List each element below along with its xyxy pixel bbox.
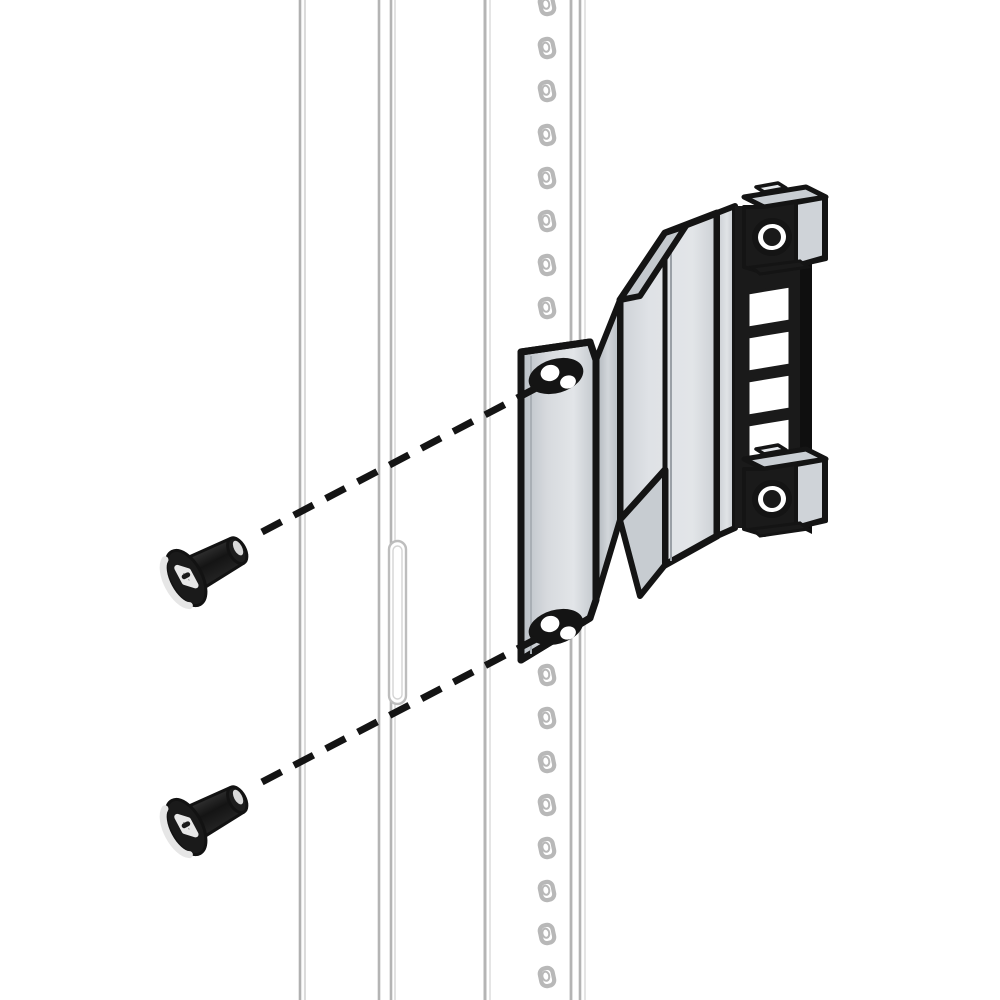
rail-hole-outline	[537, 706, 557, 730]
cage-nut-tab	[754, 181, 788, 194]
rack-post-left	[298, 0, 306, 1000]
rail-hole	[537, 879, 557, 903]
screw-lower	[159, 785, 249, 859]
rail-hole	[537, 36, 557, 60]
rail-hole-outline	[537, 879, 557, 903]
rail-hole	[537, 706, 557, 730]
rail-hole-outline	[537, 253, 557, 277]
rail-hole-inner	[541, 84, 551, 96]
square-hole-opening	[746, 328, 792, 374]
rail-hole-outline	[537, 965, 557, 989]
square-hole	[746, 328, 792, 374]
rail-hole-inner	[541, 927, 551, 939]
rail-hole	[537, 750, 557, 774]
rear-strip-square-holes	[746, 284, 792, 462]
rail-hole	[537, 79, 557, 103]
cage-nut-tab	[754, 443, 788, 456]
rail-hole-outline	[537, 166, 557, 190]
rail-hole	[537, 663, 557, 687]
rail-hole-outline	[537, 750, 557, 774]
square-hole-opening	[746, 372, 792, 418]
cage-nut-top	[741, 181, 829, 276]
rail-hole-inner	[541, 41, 551, 53]
rail-hole-outline	[537, 209, 557, 233]
screw-upper	[159, 536, 249, 610]
rail-hole-outline	[537, 922, 557, 946]
cage-nut-lip	[748, 259, 812, 276]
rail-hole	[537, 836, 557, 860]
rail-hole-inner	[541, 171, 551, 183]
rail-cable-slot	[387, 539, 408, 706]
screw-tip-highlight	[232, 540, 244, 556]
rail-hole	[537, 166, 557, 190]
rail-hole-inner	[541, 798, 551, 810]
rail-hole	[537, 0, 557, 17]
flange-hole-bottom	[528, 608, 584, 646]
rail-hole-inner	[541, 970, 551, 982]
rail-hole-inner	[541, 0, 551, 10]
cage-nut-thread	[763, 490, 781, 508]
bracket-rear-strip-side	[714, 203, 738, 539]
square-hole	[746, 284, 792, 330]
rail-hole-outline	[537, 663, 557, 687]
rail-hole-inner	[541, 841, 551, 853]
rail-hole-outline	[537, 836, 557, 860]
screw-phillips-center	[181, 821, 191, 829]
bracket-lower-diagonal	[617, 467, 668, 599]
rail-hole-outline	[537, 79, 557, 103]
rail-hole-inner	[541, 214, 551, 226]
rail-hole-outline	[537, 793, 557, 817]
cage-nut-side-panel	[794, 458, 826, 529]
rail-hole-outline	[537, 123, 557, 147]
cage-nut-bottom	[741, 443, 829, 538]
assembly-line-lower	[260, 633, 542, 786]
assembly-line-upper	[260, 382, 542, 536]
rail-hole-inner	[541, 128, 551, 140]
cage-nuts-group	[741, 181, 829, 538]
rail-hole-inner	[541, 755, 551, 767]
screw-tip-highlight	[232, 789, 244, 805]
rail-hole	[537, 965, 557, 989]
cage-nut-lip	[748, 521, 812, 538]
cage-nut-thread	[763, 228, 781, 246]
square-hole-opening	[746, 284, 792, 330]
square-hole	[746, 372, 792, 418]
rail-hole-outline	[537, 296, 557, 320]
rail-hole	[537, 209, 557, 233]
rail-hole	[537, 123, 557, 147]
cage-nut-side-panel	[794, 196, 826, 267]
flange-hole-top	[528, 357, 584, 395]
bracket-bend-strip	[593, 297, 623, 603]
rail-hole-inner	[541, 711, 551, 723]
rail-hole	[537, 922, 557, 946]
rack-post-mid	[376, 0, 408, 1000]
rail-hole	[537, 296, 557, 320]
screw-head-rim	[159, 556, 193, 610]
rail-hole-outline	[537, 36, 557, 60]
mounting-bracket	[517, 181, 829, 664]
rail-hole-inner	[541, 301, 551, 313]
screw-head-rim	[159, 805, 193, 859]
screw-phillips-center	[181, 572, 191, 580]
rail-hole-outline	[537, 0, 557, 17]
rail-hole	[537, 793, 557, 817]
fasteners-group	[159, 536, 249, 859]
rail-hole-inner	[541, 884, 551, 896]
rail-hole-inner	[541, 258, 551, 270]
rail-hole-inner	[541, 668, 551, 680]
rail-hole	[537, 253, 557, 277]
bracket-upper-diagonal	[617, 223, 689, 303]
assembly-lines-group	[260, 382, 542, 786]
